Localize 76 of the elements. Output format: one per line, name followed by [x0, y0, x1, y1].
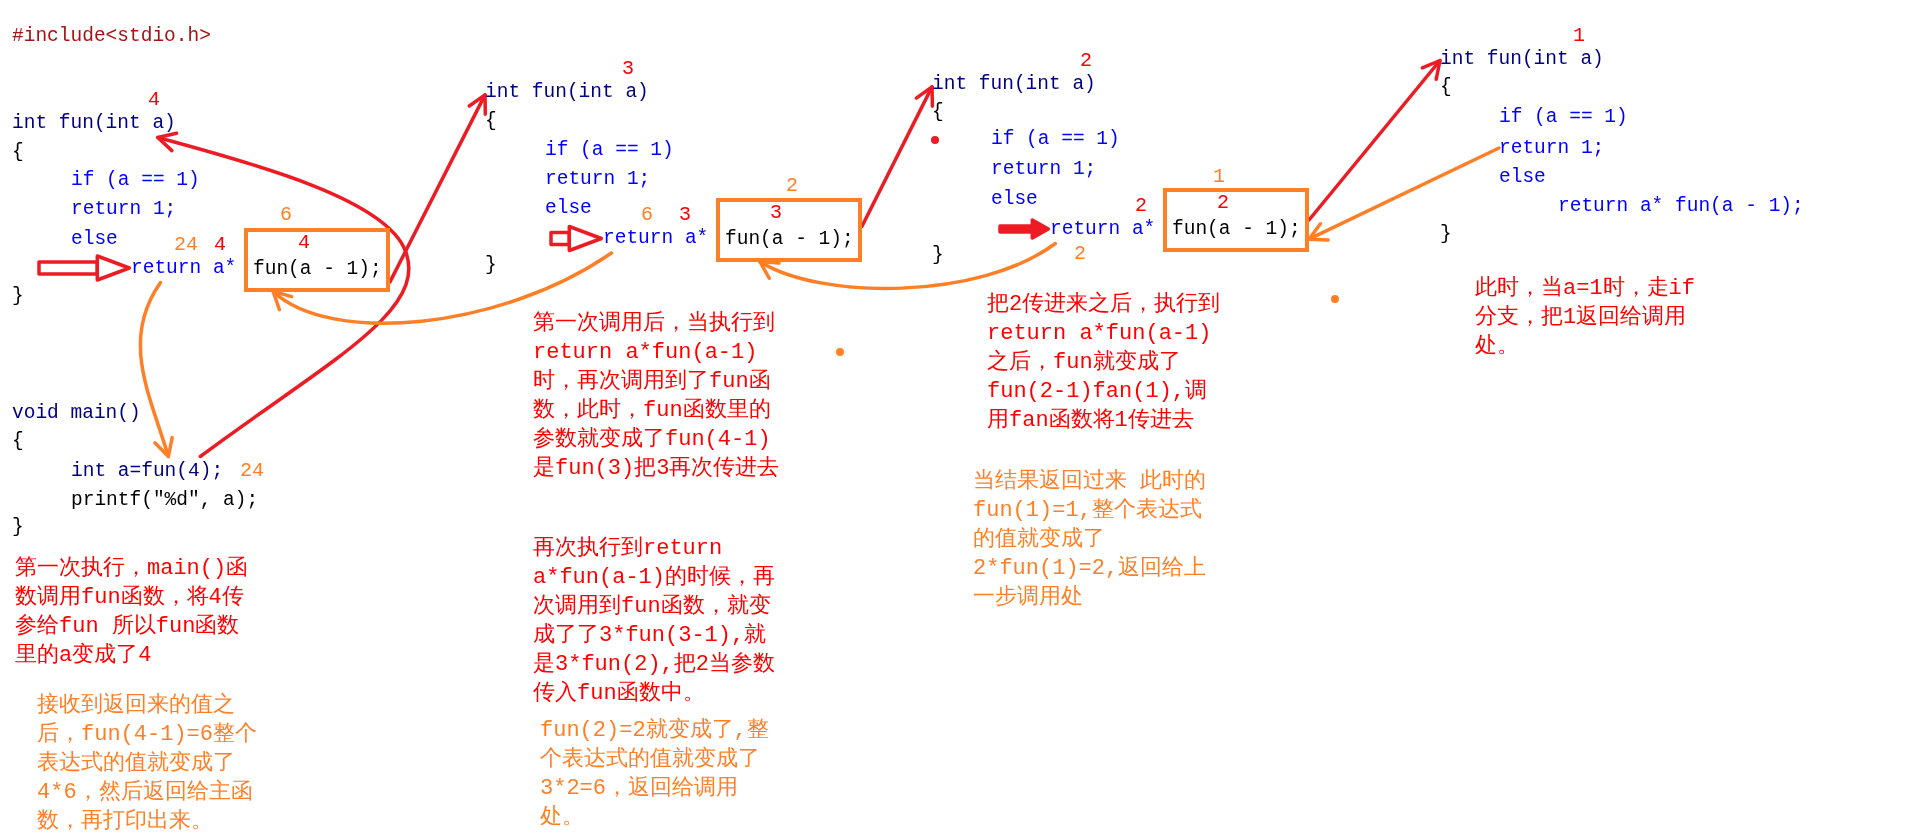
pointer-arrow: [37, 254, 132, 282]
pointer-arrow: [998, 218, 1051, 240]
arrow: [860, 85, 935, 229]
code-line: return a*: [131, 253, 237, 283]
code-line: {: [932, 99, 944, 125]
value-note: 4: [214, 236, 226, 254]
value-note: 1: [1213, 168, 1225, 186]
value-note: 2: [1080, 52, 1092, 70]
code-line: void main(): [12, 400, 141, 426]
value-note: 4: [148, 91, 160, 109]
code-line: int fun(int a): [932, 69, 1096, 99]
code-line: return a*: [1050, 214, 1156, 244]
annotation-text: 当结果返回过来 此时的fun(1)=1,整个表达式的值就变成了2*fun(1)=2,返回给上一步调用处: [973, 468, 1208, 612]
code-line: }: [1440, 221, 1452, 247]
code-line: }: [485, 252, 497, 278]
arrow: [1307, 58, 1442, 222]
code-line: {: [12, 139, 24, 165]
value-note: 6: [280, 206, 292, 224]
value-note: 2: [1135, 197, 1147, 215]
code-line: {: [485, 108, 497, 134]
annotation-text: 接收到返回来的值之后，fun(4-1)=6整个表达式的值就变成了4*6，然后返回给主函数，再打印出来。: [37, 691, 259, 836]
code-line: int fun(int a): [485, 77, 649, 107]
arrow: [271, 251, 614, 325]
value-note: 2: [1217, 194, 1229, 212]
annotation-text: 把2传进来之后，执行到return a*fun(a-1)之后，fun就变成了fun(2-1)fan(1),调用fan函数将1传进去: [987, 290, 1222, 435]
code-line: int fun(int a): [1440, 44, 1604, 74]
value-note: 2: [1074, 245, 1086, 263]
annotation-text: 此时，当a=1时，走if分支，把1返回给调用处。: [1475, 275, 1696, 361]
code-line: int a=fun(4);: [71, 456, 224, 486]
code-line: return 1;: [545, 167, 651, 192]
value-note: 3: [770, 203, 782, 222]
code-line: if (a == 1): [545, 137, 674, 163]
value-note: 3: [679, 206, 691, 224]
code-line: return a* fun(a - 1);: [1558, 193, 1804, 219]
code-line: else: [71, 226, 118, 252]
value-note: 4: [298, 233, 310, 252]
code-line: #include<stdio.h>: [12, 24, 211, 49]
arrow: [758, 241, 1058, 290]
value-note: 6: [641, 206, 653, 224]
code-line: int fun(int a): [12, 108, 176, 138]
code-line: else: [991, 186, 1038, 212]
arrow: [1307, 146, 1501, 242]
code-line: if (a == 1): [71, 168, 200, 193]
code-text: fun(a - 1);: [1172, 217, 1301, 242]
highlight-box: [716, 197, 862, 262]
highlight-box: [244, 227, 390, 292]
code-text: fun(a - 1);: [725, 226, 854, 252]
annotation-text: fun(2)=2就变成了,整个表达式的值就变成了3*2=6，返回给调用处。: [540, 716, 770, 832]
code-line: {: [12, 429, 24, 454]
arrow: [138, 280, 174, 459]
arrow: [388, 93, 488, 284]
code-line: return 1;: [991, 156, 1097, 182]
annotation-text: 第一次调用后，当执行到return a*fun(a-1)时，再次调用到了fun函数，此时，fun函数里的参数就变成了fun(4-1)是fun(3)把3再次传进去: [533, 310, 781, 483]
code-line: }: [12, 284, 24, 309]
arrow: [156, 131, 411, 459]
annotation-text: 再次执行到return a*fun(a-1)的时候，再次调用到fun函数，就变成了了3*fun(3-1),就是3*fun(2),把2当参数传入fun函数中。: [533, 535, 777, 708]
code-line: }: [932, 242, 944, 268]
code-line: return 1;: [71, 197, 177, 222]
code-line: else: [545, 196, 592, 221]
code-text: fun(a - 1);: [253, 256, 382, 282]
code-line: if (a == 1): [991, 126, 1120, 152]
code-line: return a*: [603, 224, 709, 253]
value-note: 24: [240, 462, 264, 480]
value-note: 3: [622, 60, 634, 78]
pointer-arrow: [549, 224, 604, 253]
code-line: if (a == 1): [1499, 104, 1628, 130]
value-note: 1: [1573, 27, 1585, 45]
annotation-text: 第一次执行，main()函数调用fun函数，将4传参给fun 所以fun函数里的a变成了4: [15, 555, 250, 670]
highlight-box: [1163, 188, 1309, 252]
code-line: {: [1440, 74, 1452, 100]
code-line: }: [12, 515, 24, 540]
code-line: return 1;: [1499, 133, 1605, 163]
code-line: else: [1499, 164, 1546, 190]
value-note: 24: [174, 236, 198, 254]
code-line: printf("%d", a);: [71, 487, 259, 513]
value-note: 2: [786, 177, 798, 195]
